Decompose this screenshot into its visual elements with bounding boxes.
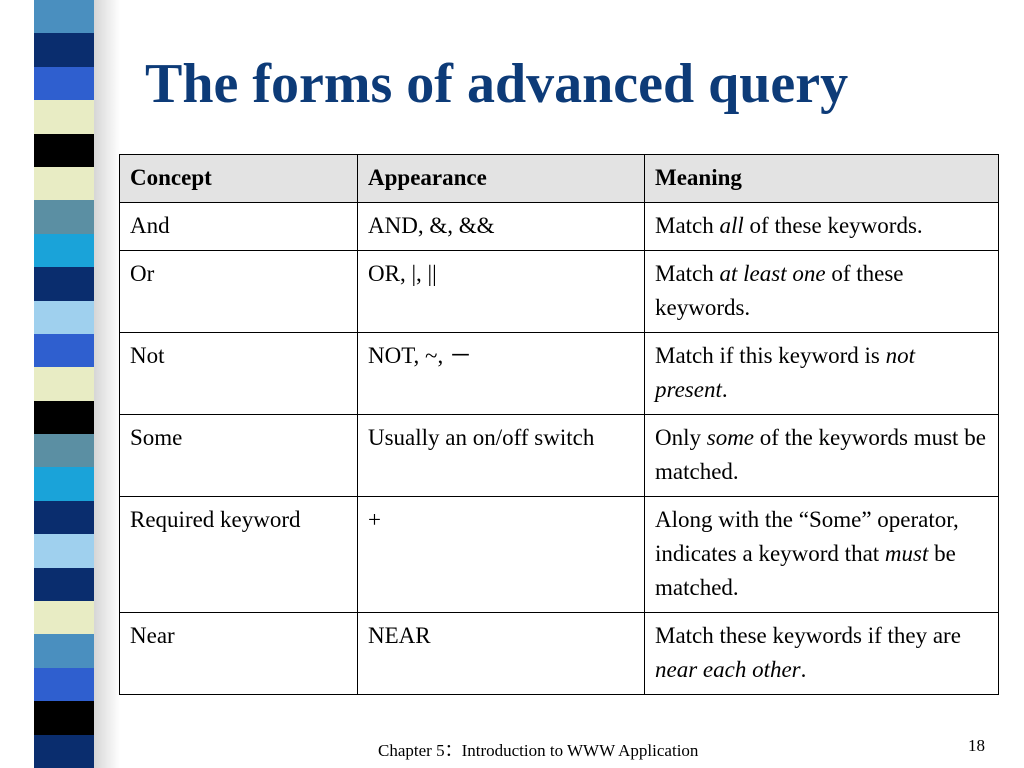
table-row: Required keyword+Along with the “Some” o… [119,496,999,613]
cell-appearance: NOT, ~, － [357,332,645,415]
cell-appearance: OR, |, || [357,250,645,333]
stripe-segment [34,467,94,501]
stripe-segment [34,200,94,234]
page-number: 18 [968,736,985,755]
stripe-segment [34,500,94,535]
cell-meaning: Match if this keyword is not present. [644,332,999,415]
meaning-text: of these keywords. [655,261,904,320]
cell-meaning: Match these keywords if they are near ea… [644,612,999,695]
cell-meaning: Only some of the keywords must be matche… [644,414,999,497]
cell-meaning: Match at least one of these keywords. [644,250,999,333]
stripe-segment [34,0,94,34]
cell-appearance: AND, &, && [357,202,645,251]
cell-concept: Or [119,250,358,333]
stripe-segment [34,300,94,334]
stripe-segment [34,567,94,602]
meaning-emphasis: near each other [655,657,801,682]
cell-appearance: NEAR [357,612,645,695]
cell-concept: Near [119,612,358,695]
meaning-emphasis: all [719,213,744,238]
meaning-text: Match these keywords if they are [655,623,961,648]
stripe-segment [34,434,94,468]
stripe-segment [34,667,94,702]
stripe-segment [34,734,94,768]
meaning-emphasis: must [884,541,929,566]
stripe-segment [34,33,94,67]
meaning-text: be matched. [655,541,956,600]
meaning-text: Match [655,213,720,238]
stripe-segment [34,400,94,435]
stripe-segment [34,166,94,201]
stripe-segment [34,133,94,167]
stripe-segment [34,701,94,735]
header-appearance: Appearance [357,154,645,203]
stripe-segment [34,367,94,401]
stripe-segment [34,66,94,101]
stripe-segment [34,267,94,301]
meaning-text: . [800,657,807,682]
cell-appearance: Usually an on/off switch [357,414,645,497]
cell-concept: And [119,202,358,251]
meaning-text: Only [655,425,707,450]
cell-concept: Not [119,332,358,415]
header-concept: Concept [119,154,358,203]
header-meaning: Meaning [644,154,999,203]
cell-meaning: Along with the “Some” operator, indicate… [644,496,999,613]
meaning-text: of the keywords must be matched. [655,425,986,484]
stripe-segment [34,100,94,134]
cell-concept: Some [119,414,358,497]
meaning-emphasis: some [706,425,755,450]
cell-concept: Required keyword [119,496,358,613]
table-header-row: Concept Appearance Meaning [119,154,999,203]
decorative-stripe [34,0,94,768]
meaning-emphasis: not present [655,343,915,402]
meaning-emphasis: at least one [719,261,826,286]
meaning-text: of these keywords. [743,213,923,238]
cell-appearance: + [357,496,645,613]
meaning-text: Match if this keyword is [655,343,886,368]
stripe-segment [34,233,94,268]
stripe-segment [34,333,94,368]
cell-meaning: Match all of these keywords. [644,202,999,251]
meaning-text: Along with the “Some” operator, indicate… [655,507,959,566]
footer-chapter: Chapter 5：Introduction to WWW Applicatio… [378,741,699,760]
stripe-segment [34,601,94,635]
stripe-segment [34,534,94,568]
meaning-text: Match [655,261,720,286]
meaning-text: . [721,377,728,402]
stripe-segment [34,634,94,668]
slide-title: The forms of advanced query [145,53,849,115]
